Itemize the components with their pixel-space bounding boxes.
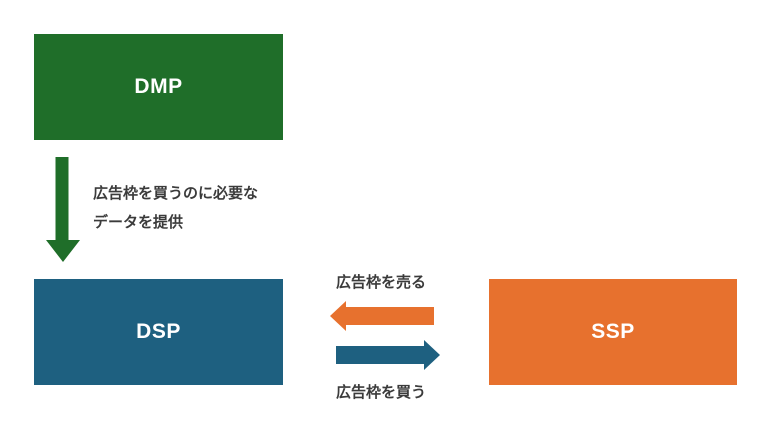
arrow-left-shape	[330, 301, 434, 331]
node-dmp-label: DMP	[134, 75, 183, 98]
edge-label-dsp-to-ssp: 広告枠を買う	[336, 384, 427, 401]
arrow-down-shape	[46, 157, 80, 262]
node-dsp-label: DSP	[136, 320, 181, 343]
arrow-right-shape	[336, 340, 440, 370]
edge-label-ssp-to-dsp: 広告枠を売る	[336, 274, 427, 291]
node-dsp: DSP	[34, 279, 283, 385]
node-ssp: SSP	[489, 279, 737, 385]
edge-label-dmp-to-dsp: 広告枠を買うのに必要な データを提供	[93, 179, 258, 237]
node-ssp-label: SSP	[591, 320, 635, 343]
arrow-down-dmp-to-dsp-icon	[46, 157, 80, 262]
arrow-left-ssp-to-dsp-icon	[330, 301, 434, 331]
arrow-right-dsp-to-ssp-icon	[336, 340, 440, 370]
edge-label-dmp-to-dsp-line2: データを提供	[93, 214, 184, 231]
node-dmp: DMP	[34, 34, 283, 140]
edge-label-dmp-to-dsp-line1: 広告枠を買うのに必要な	[93, 185, 259, 202]
